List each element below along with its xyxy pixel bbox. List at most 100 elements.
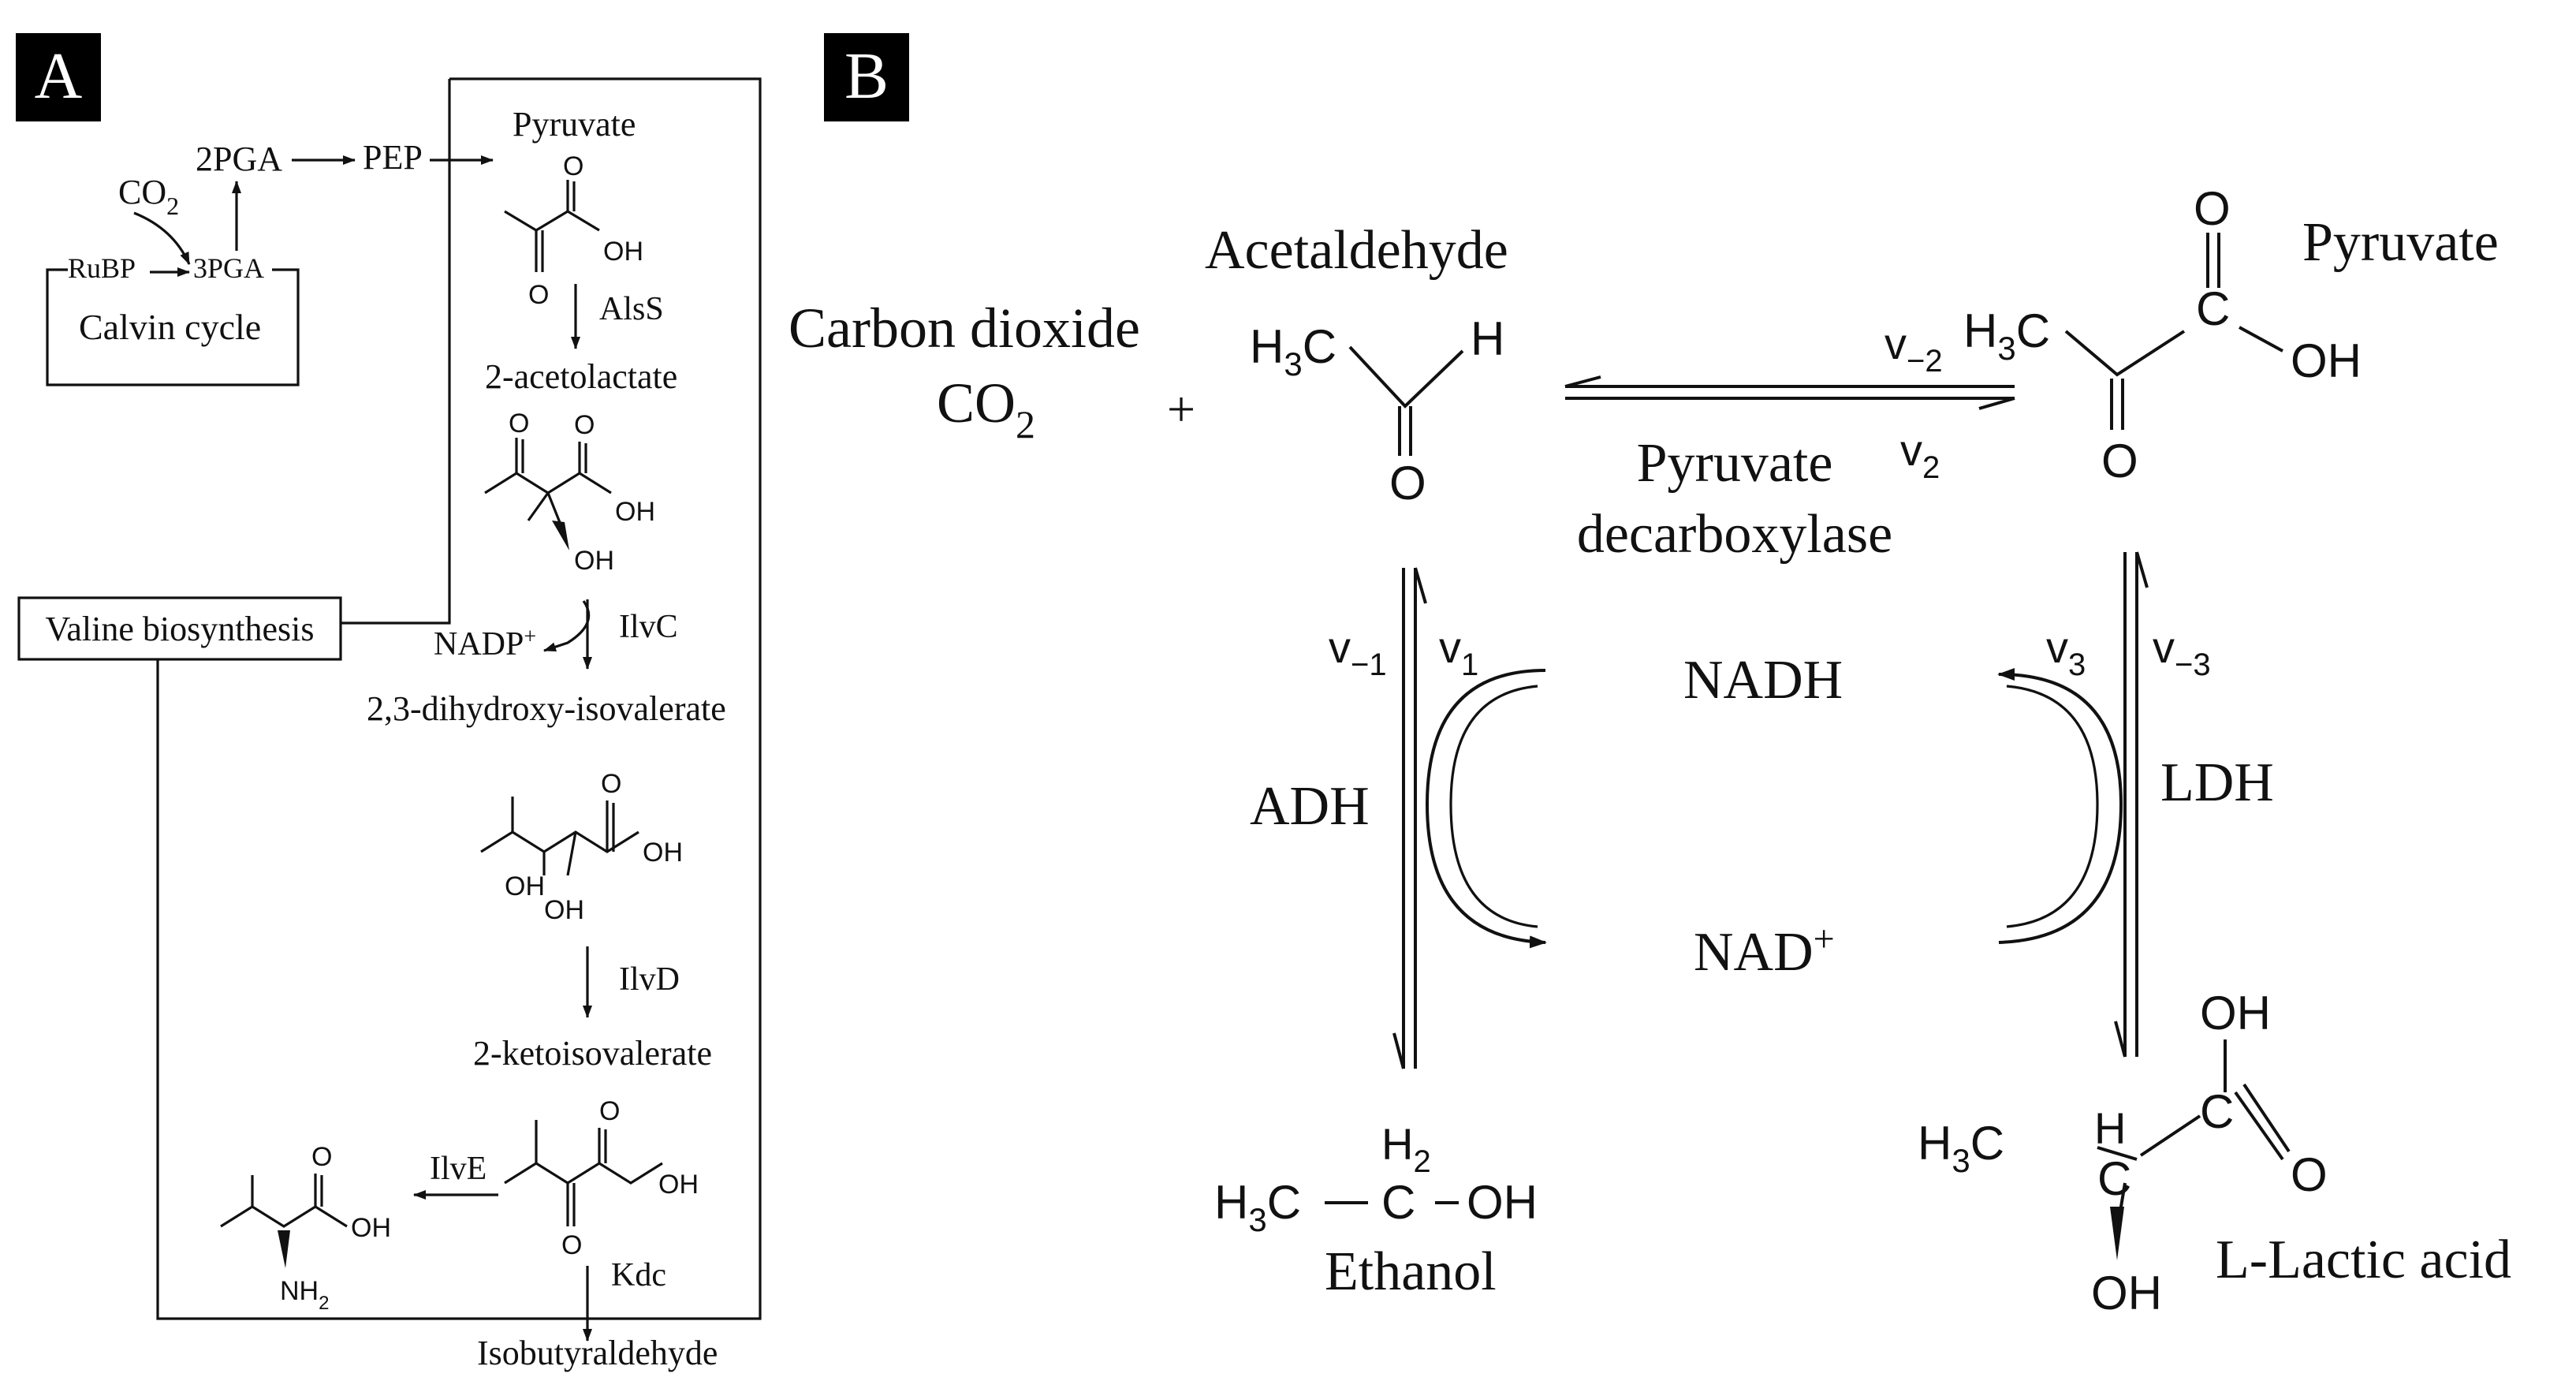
cofactor-nad: NAD+ bbox=[1694, 918, 1835, 983]
svg-text:H3C: H3C bbox=[1214, 1176, 1301, 1238]
enzyme-pdc-line1: Pyruvate bbox=[1637, 433, 1833, 494]
panel-a-label-box bbox=[16, 33, 101, 121]
rate-v-3: v3 bbox=[2046, 622, 2086, 682]
valine-box bbox=[17, 596, 342, 661]
svg-text:O: O bbox=[563, 151, 583, 181]
a-dihydroxy-label: 2,3-dihydroxy-isovalerate bbox=[367, 689, 726, 728]
rate-v-minus-3: v−3 bbox=[2153, 622, 2211, 682]
panel-b-label-box bbox=[824, 33, 909, 121]
svg-text:O: O bbox=[311, 1142, 332, 1172]
adh-cofactor-arc-inner bbox=[1449, 685, 1538, 928]
b-ethanol-structure: H2 H3C C OH bbox=[1214, 1119, 1538, 1238]
enzyme-pdc-line2: decarboxylase bbox=[1577, 504, 1892, 565]
calvin-pep: PEP bbox=[363, 138, 423, 177]
svg-text:O: O bbox=[528, 280, 549, 310]
adh-equilibrium bbox=[1392, 567, 1427, 1069]
svg-text:OH: OH bbox=[2291, 334, 2362, 387]
svg-text:O: O bbox=[601, 769, 621, 799]
enzyme-kdc: Kdc bbox=[611, 1257, 666, 1293]
pathway-box bbox=[156, 77, 762, 1320]
arrow-v-minus-2-head bbox=[1564, 375, 1601, 388]
svg-text:O: O bbox=[509, 409, 529, 438]
b-pyruvate-structure: H3C C O OH O bbox=[1963, 182, 2362, 487]
panel-a-label: A bbox=[35, 39, 83, 113]
a-valine-nh2: NH2 bbox=[280, 1276, 329, 1314]
calvin-cycle-label: Calvin cycle bbox=[79, 307, 261, 347]
svg-text:OH: OH bbox=[643, 838, 683, 868]
b-lactic-structure: OH H3C H C C O OH bbox=[1918, 987, 2328, 1319]
calvin-2pga: 2PGA bbox=[196, 140, 282, 178]
valine-label: Valine biosynthesis bbox=[46, 610, 315, 648]
svg-text:C: C bbox=[2200, 1085, 2234, 1138]
calvin-cycle: CO2 2PGA PEP RuBP 3PGA Calvin cycle bbox=[46, 138, 494, 386]
b-co2: CO2 bbox=[937, 371, 1035, 446]
b-ethanol-label: Ethanol bbox=[1325, 1241, 1497, 1302]
rate-v-1: v1 bbox=[1439, 622, 1478, 682]
arrow-v-1-head bbox=[1414, 567, 1427, 604]
svg-text:H3C: H3C bbox=[1918, 1117, 2004, 1179]
b-carbon-dioxide-label: Carbon dioxide bbox=[788, 297, 1140, 360]
arrow-v-3-head bbox=[2114, 1021, 2127, 1058]
panel-b: B Carbon dioxide CO2 + Acetaldehyde H3C … bbox=[788, 33, 2511, 1319]
svg-text:O: O bbox=[2194, 182, 2231, 235]
pathway-box-link bbox=[341, 79, 451, 625]
a-pyruvate-structure: O OH O bbox=[504, 151, 643, 310]
a-ketoisovalerate-label: 2-ketoisovalerate bbox=[473, 1034, 712, 1073]
svg-text:O: O bbox=[561, 1230, 582, 1260]
svg-text:OH: OH bbox=[603, 237, 643, 267]
enzyme-ilve: IlvE bbox=[430, 1151, 486, 1187]
enzyme-ldh: LDH bbox=[2160, 752, 2274, 813]
cofactor-nadh: NADH bbox=[1683, 650, 1843, 711]
svg-text:O: O bbox=[599, 1096, 620, 1126]
a-acetolactate-label: 2-acetolactate bbox=[485, 357, 677, 396]
arrow-nadp bbox=[543, 600, 591, 652]
b-acetaldehyde-label: Acetaldehyde bbox=[1205, 220, 1508, 281]
calvin-3pga: 3PGA bbox=[193, 252, 264, 284]
svg-text:OH: OH bbox=[505, 871, 545, 901]
svg-text:OH: OH bbox=[544, 895, 584, 925]
arrow-co2-fixation bbox=[133, 211, 191, 265]
svg-text:C: C bbox=[2097, 1152, 2131, 1205]
cofactor-nadp: NADP+ bbox=[434, 625, 536, 662]
valine-biosynthesis: Valine biosynthesis bbox=[17, 596, 342, 661]
panel-a: A CO2 2PGA PEP RuBP 3PGA Calvin cycle Va… bbox=[16, 33, 762, 1372]
svg-text:H2: H2 bbox=[1381, 1119, 1431, 1179]
arrow-v-minus-1-head bbox=[1392, 1032, 1405, 1069]
pdc-equilibrium bbox=[1564, 375, 2015, 410]
ldh-cofactor-arc bbox=[1997, 668, 2123, 944]
svg-text:O: O bbox=[2101, 435, 2138, 487]
calvin-cycle-box bbox=[46, 268, 300, 386]
a-isobutyraldehyde-label: Isobutyraldehyde bbox=[477, 1334, 718, 1372]
svg-text:O: O bbox=[1389, 457, 1426, 509]
svg-text:O: O bbox=[574, 410, 595, 440]
panel-b-label: B bbox=[844, 39, 889, 113]
adh-cofactor-arc bbox=[1425, 669, 1547, 949]
enzyme-ilvd: IlvD bbox=[619, 961, 680, 998]
svg-text:C: C bbox=[2196, 282, 2230, 335]
b-pyruvate-label: Pyruvate bbox=[2302, 212, 2499, 273]
a-pyruvate-label: Pyruvate bbox=[513, 105, 636, 144]
svg-text:OH: OH bbox=[658, 1170, 699, 1200]
calvin-co2: CO2 bbox=[118, 173, 179, 220]
svg-text:OH: OH bbox=[615, 497, 655, 527]
a-valine-structure: O OH NH2 bbox=[220, 1142, 391, 1314]
a-acetolactate-structure: O O OH OH bbox=[484, 409, 655, 576]
svg-text:OH: OH bbox=[351, 1213, 391, 1243]
enzyme-alss: AlsS bbox=[599, 291, 664, 327]
calvin-rubp: RuBP bbox=[68, 252, 136, 284]
enzyme-adh: ADH bbox=[1250, 776, 1370, 837]
arrow-v-minus-3-head bbox=[2135, 551, 2149, 588]
svg-text:OH: OH bbox=[2200, 987, 2271, 1039]
svg-text:H: H bbox=[1471, 312, 1504, 365]
svg-text:H: H bbox=[2094, 1103, 2126, 1153]
arrow-v-2-head bbox=[1978, 397, 2015, 410]
rate-v-minus-2: v−2 bbox=[1884, 319, 1943, 379]
b-lactic-label: L-Lactic acid bbox=[2216, 1230, 2511, 1290]
svg-text:OH: OH bbox=[574, 546, 614, 576]
svg-text:OH: OH bbox=[2091, 1267, 2162, 1319]
svg-text:H3C: H3C bbox=[1963, 304, 2050, 367]
b-acetaldehyde-structure: H3C H O bbox=[1250, 312, 1504, 509]
svg-text:OH: OH bbox=[1467, 1176, 1538, 1229]
b-plus: + bbox=[1167, 381, 1195, 437]
